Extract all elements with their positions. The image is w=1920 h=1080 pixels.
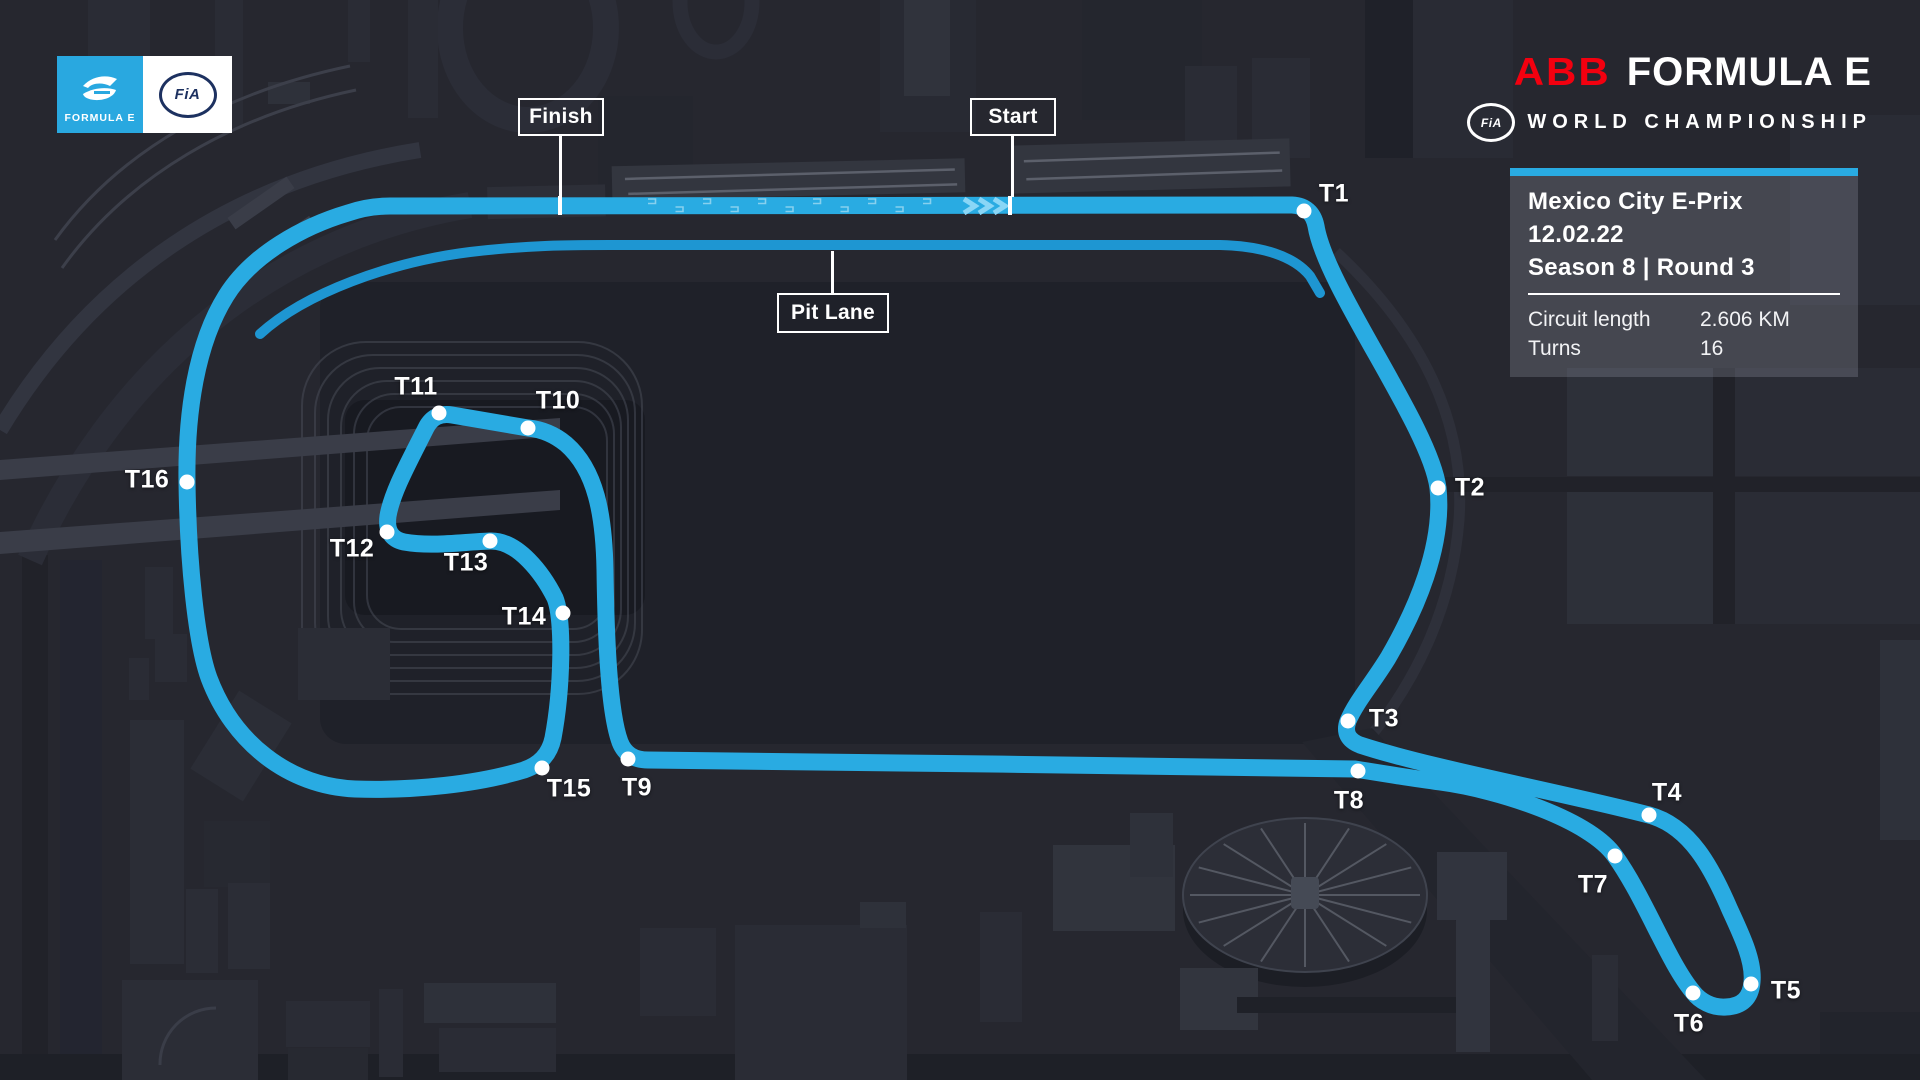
turn-dot: [1430, 480, 1446, 496]
finish-label-box: Finish: [518, 98, 604, 136]
fia-logo: FiA: [143, 56, 232, 133]
turn-label-t4: T4: [1651, 778, 1683, 807]
finish-connector: [559, 136, 562, 197]
formula-e-wordmark: FORMULA E: [64, 112, 136, 124]
turn-label-t12: T12: [329, 534, 375, 563]
track-path: [178, 196, 1761, 1016]
turn-label-t6: T6: [1673, 1009, 1705, 1038]
turn-label-t13: T13: [443, 548, 489, 577]
championship-brand: ABB FORMULA E FiA WORLD CHAMPIONSHIP: [1467, 48, 1872, 142]
stat-turns: Turns 16: [1528, 334, 1840, 363]
turn-dot: [1340, 713, 1356, 729]
fia-emblem-icon: FiA: [158, 71, 217, 118]
start-label-box: Start: [970, 98, 1056, 136]
turn-dot: [1685, 985, 1701, 1001]
turn-dot: [431, 405, 447, 421]
stat-value: 2.606 KM: [1700, 308, 1790, 331]
stat-label: Circuit length: [1528, 308, 1651, 331]
event-season-round: Season 8 | Round 3: [1528, 254, 1755, 281]
turn-dot: [1296, 203, 1312, 219]
pit-lane-path: [255, 240, 1325, 339]
turn-label-t15: T15: [546, 774, 592, 803]
start-line: [1008, 196, 1012, 215]
pit-lane-label-box: Pit Lane: [777, 293, 889, 333]
stat-circuit-length: Circuit length 2.606 KM: [1528, 305, 1840, 334]
turn-dot: [555, 605, 571, 621]
formula-e-logo: FORMULA E: [57, 56, 143, 133]
finish-label: Finish: [529, 105, 593, 128]
stat-value: 16: [1700, 337, 1724, 360]
pit-lane-connector: [831, 251, 834, 294]
turn-dot: [179, 474, 195, 490]
turn-label-t7: T7: [1577, 870, 1609, 899]
start-connector: [1011, 136, 1014, 197]
turn-label-t10: T10: [535, 386, 581, 415]
turn-dot: [1607, 848, 1623, 864]
event-date: 12.02.22: [1528, 221, 1624, 248]
turn-label-t8: T8: [1333, 786, 1365, 815]
turn-dot: [620, 751, 636, 767]
turn-dot: [534, 760, 550, 776]
turn-label-t16: T16: [124, 465, 170, 494]
stat-label: Turns: [1528, 337, 1581, 360]
formula-e-icon: [83, 76, 117, 101]
card-accent-bar: [1510, 168, 1858, 176]
pit-lane-label: Pit Lane: [790, 301, 876, 324]
turn-dot: [482, 533, 498, 549]
logo-plaque: FORMULA E FiA: [57, 56, 232, 133]
abb-logo: ABB: [1513, 49, 1611, 94]
direction-chevrons: [962, 196, 1010, 216]
turn-label-t9: T9: [621, 773, 653, 802]
turn-dot: [1350, 763, 1366, 779]
formula-e-title: FORMULA E: [1626, 49, 1872, 94]
turn-dot: [1641, 807, 1657, 823]
turn-dot: [379, 524, 395, 540]
turn-label-t14: T14: [501, 602, 547, 631]
card-divider: [1528, 293, 1840, 295]
turn-label-t11: T11: [394, 372, 438, 401]
turn-label-t1: T1: [1318, 179, 1350, 208]
event-title: Mexico City E-Prix: [1528, 188, 1743, 215]
finish-line: [558, 196, 562, 215]
turn-dot: [520, 420, 536, 436]
turn-label-t2: T2: [1454, 473, 1486, 502]
fia-icon: FiA: [1467, 103, 1516, 142]
turn-label-t5: T5: [1770, 976, 1802, 1005]
world-championship-title: WORLD CHAMPIONSHIP: [1527, 111, 1872, 133]
event-info-card: Mexico City E-Prix 12.02.22 Season 8 | R…: [1510, 168, 1858, 377]
start-label: Start: [988, 105, 1038, 128]
turn-label-t3: T3: [1368, 704, 1400, 733]
turn-dot: [1743, 976, 1759, 992]
